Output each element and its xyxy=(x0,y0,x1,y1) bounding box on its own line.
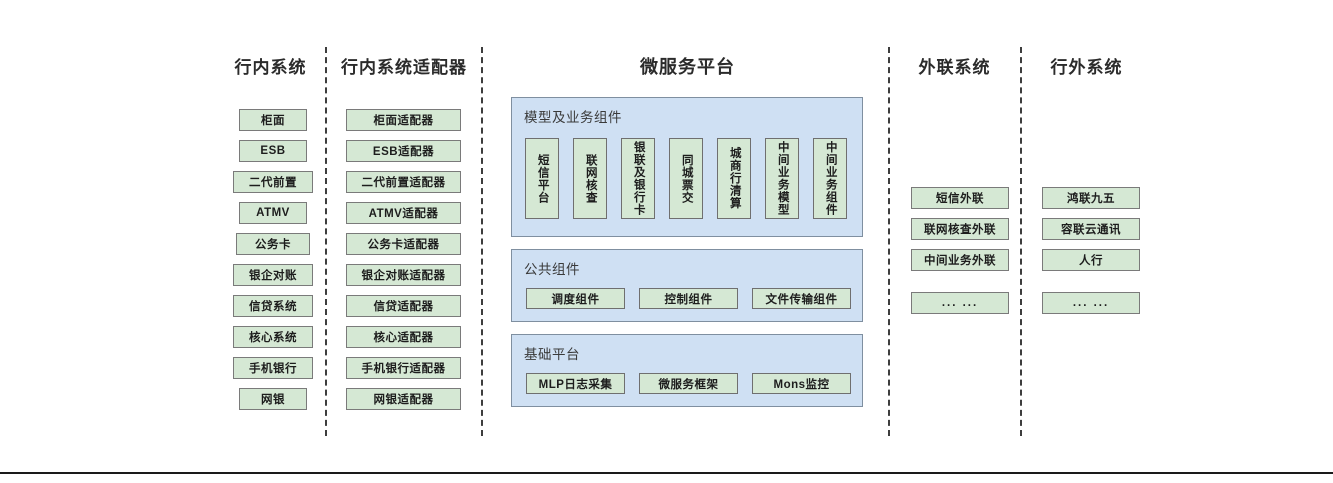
panel-model-business-components: 模型及业务组件 短信平台 联网核查 银联及银行卡 同城票交 城商行清算 中间业务… xyxy=(511,97,863,237)
column-divider-1 xyxy=(325,47,327,436)
component-box-vertical[interactable]: 中间业务组件 xyxy=(813,138,847,219)
column-divider-2 xyxy=(481,47,483,436)
component-box[interactable]: 网银 xyxy=(239,388,307,410)
component-box[interactable]: 容联云通讯 xyxy=(1042,218,1140,240)
component-box[interactable]: 柜面 xyxy=(239,109,307,131)
component-label: 短信平台 xyxy=(536,153,549,204)
panel-base-platform: 基础平台 MLP日志采集 微服务框架 Mons监控 xyxy=(511,334,863,407)
component-label: 中间业务组件 xyxy=(824,141,837,216)
component-box[interactable]: 柜面适配器 xyxy=(346,109,461,131)
bottom-rule xyxy=(0,472,1333,474)
component-box[interactable]: 银企对账适配器 xyxy=(346,264,461,286)
component-box[interactable]: MLP日志采集 xyxy=(526,373,625,394)
component-box[interactable]: 信贷系统 xyxy=(233,295,313,317)
component-box-ellipsis[interactable]: ... ... xyxy=(1042,292,1140,314)
component-box[interactable]: 手机银行适配器 xyxy=(346,357,461,379)
component-box[interactable]: 调度组件 xyxy=(526,288,625,309)
panel-title: 模型及业务组件 xyxy=(524,110,622,125)
panel-title: 公共组件 xyxy=(524,262,580,277)
panel-public-components: 公共组件 调度组件 控制组件 文件传输组件 xyxy=(511,249,863,322)
component-box[interactable]: 公务卡适配器 xyxy=(346,233,461,255)
column-title-internal-systems: 行内系统 xyxy=(234,58,307,77)
component-box[interactable]: ATMV适配器 xyxy=(346,202,461,224)
component-box-vertical[interactable]: 短信平台 xyxy=(525,138,559,219)
component-box[interactable]: 微服务框架 xyxy=(639,373,738,394)
component-box[interactable]: Mons监控 xyxy=(752,373,851,394)
component-box-vertical[interactable]: 联网核查 xyxy=(573,138,607,219)
panel-title: 基础平台 xyxy=(524,347,580,362)
component-box[interactable]: 短信外联 xyxy=(911,187,1009,209)
column-divider-4 xyxy=(1020,47,1022,436)
component-box[interactable]: 二代前置 xyxy=(233,171,313,193)
component-box[interactable]: 信贷适配器 xyxy=(346,295,461,317)
column-divider-3 xyxy=(888,47,890,436)
component-box[interactable]: 核心系统 xyxy=(233,326,313,348)
component-box[interactable]: 手机银行 xyxy=(233,357,313,379)
component-box[interactable]: 鸿联九五 xyxy=(1042,187,1140,209)
component-label: 联网核查 xyxy=(584,153,597,204)
component-box[interactable]: 人行 xyxy=(1042,249,1140,271)
column-title-outside-bank-systems: 行外系统 xyxy=(1050,58,1123,77)
component-box[interactable]: ESB xyxy=(239,140,307,162)
component-box[interactable]: 文件传输组件 xyxy=(752,288,851,309)
component-box[interactable]: 二代前置适配器 xyxy=(346,171,461,193)
component-box[interactable]: 联网核查外联 xyxy=(911,218,1009,240)
component-box[interactable]: ESB适配器 xyxy=(346,140,461,162)
component-box[interactable]: ATMV xyxy=(239,202,307,224)
component-label: 中间业务模型 xyxy=(776,141,789,216)
component-box-vertical[interactable]: 城商行清算 xyxy=(717,138,751,219)
component-box[interactable]: 中间业务外联 xyxy=(911,249,1009,271)
column-title-microservice-platform: 微服务平台 xyxy=(640,57,735,77)
component-box[interactable]: 核心适配器 xyxy=(346,326,461,348)
component-box[interactable]: 控制组件 xyxy=(639,288,738,309)
component-box[interactable]: 网银适配器 xyxy=(346,388,461,410)
component-label: 银联及银行卡 xyxy=(632,141,645,216)
component-box[interactable]: 银企对账 xyxy=(233,264,313,286)
column-title-external-link-systems: 外联系统 xyxy=(918,58,991,77)
component-box-vertical[interactable]: 同城票交 xyxy=(669,138,703,219)
component-label: 城商行清算 xyxy=(728,147,741,210)
component-box[interactable]: 公务卡 xyxy=(236,233,310,255)
component-box-ellipsis[interactable]: ... ... xyxy=(911,292,1009,314)
component-label: 同城票交 xyxy=(680,153,693,204)
component-box-vertical[interactable]: 银联及银行卡 xyxy=(621,138,655,219)
column-title-internal-adapters: 行内系统适配器 xyxy=(341,58,467,77)
component-box-vertical[interactable]: 中间业务模型 xyxy=(765,138,799,219)
